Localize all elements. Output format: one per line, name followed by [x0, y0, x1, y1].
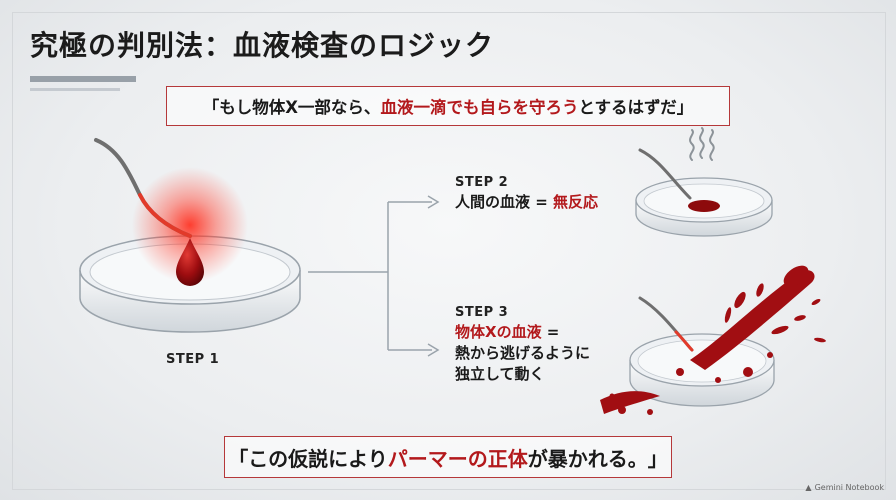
step1-label: STEP 1	[166, 352, 220, 367]
title-underline-bar-thin	[30, 88, 120, 91]
step3-eq: =	[541, 323, 560, 341]
step3-label: STEP 3	[455, 305, 509, 320]
slide-frame	[12, 12, 886, 490]
step2-text: 人間の血液 =	[455, 193, 554, 211]
step2-highlight: 無反応	[553, 193, 599, 211]
conclusion-pre: この仮説により	[248, 446, 388, 471]
step3-line2: 熱から逃げるように	[455, 344, 591, 362]
conclusion-post: が暴かれる。	[527, 446, 648, 471]
step3-highlight: 物体Xの血液	[455, 323, 542, 341]
conclusion-open: 「	[228, 446, 249, 471]
step3-result: 物体Xの血液 = 熱から逃げるように 独立して動く	[455, 322, 590, 385]
conclusion-close: 」	[647, 446, 668, 471]
hypothesis-quote-box: 「 もし物体X一部なら、 血液一滴でも自らを守ろう とするはずだ 」	[166, 86, 730, 126]
conclusion-highlight: パーマーの正体	[387, 446, 528, 471]
step3-line3: 独立して動く	[455, 365, 545, 383]
step2-label: STEP 2	[455, 175, 509, 190]
quote-highlight: 血液一滴でも自らを守ろう	[380, 98, 579, 117]
slide-title: 究極の判別法：血液検査のロジック	[30, 29, 495, 62]
watermark-text: Gemini Notebook	[814, 483, 884, 492]
quote-open: 「	[202, 98, 220, 117]
conclusion-box: 「 この仮説により パーマーの正体 が暴かれる。 」	[224, 436, 672, 478]
quote-pre: もし物体X一部なら、	[219, 98, 381, 117]
quote-post: とするはずだ	[578, 98, 677, 117]
notebook-icon: ▲	[805, 483, 812, 492]
watermark: ▲ Gemini Notebook	[805, 483, 884, 492]
step2-result: 人間の血液 = 無反応	[455, 192, 598, 213]
quote-close: 」	[676, 98, 694, 117]
title-underline-bar	[30, 76, 136, 82]
